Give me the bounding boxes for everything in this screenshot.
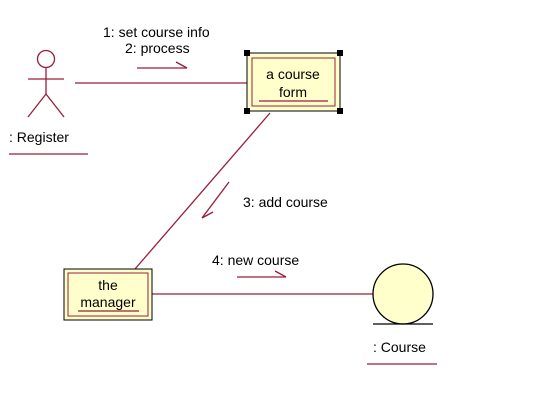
object-manager-name-line1: the	[98, 277, 118, 293]
course-entity-label: : Course	[373, 339, 426, 355]
selection-handle-bottom-right[interactable]	[337, 108, 343, 114]
object-manager[interactable]: the manager	[63, 268, 153, 321]
message-form-to-manager[interactable]: 3: add course	[201, 181, 328, 219]
link-form-manager[interactable]	[134, 112, 271, 270]
entity-circle-icon	[372, 263, 434, 325]
actor-label: : Register	[9, 129, 69, 145]
stick-figure-icon	[27, 49, 65, 118]
object-course-form[interactable]: a course form	[244, 50, 343, 114]
object-course-form-name-line1: a course	[266, 66, 320, 82]
messages-actor-to-form[interactable]: 1: set course info 2: process	[103, 24, 210, 69]
message-1-label: 1: set course info	[103, 24, 210, 40]
actor-register[interactable]: : Register	[9, 49, 88, 155]
message-arrow-right	[237, 270, 287, 278]
object-manager-name-line2: manager	[80, 294, 136, 310]
object-course-form-name-line2: form	[279, 84, 307, 100]
selection-handle-top-left[interactable]	[244, 50, 250, 56]
selection-handle-top-right[interactable]	[337, 50, 343, 56]
selection-handle-bottom-left[interactable]	[244, 108, 250, 114]
message-arrow-right	[137, 61, 188, 69]
message-4-label: 4: new course	[212, 252, 299, 268]
object-course-entity[interactable]: : Course	[367, 263, 437, 365]
message-manager-to-course[interactable]: 4: new course	[212, 252, 299, 278]
message-2-label: 2: process	[125, 40, 190, 56]
message-3-label: 3: add course	[243, 194, 328, 210]
message-arrow-down-left	[201, 181, 230, 219]
